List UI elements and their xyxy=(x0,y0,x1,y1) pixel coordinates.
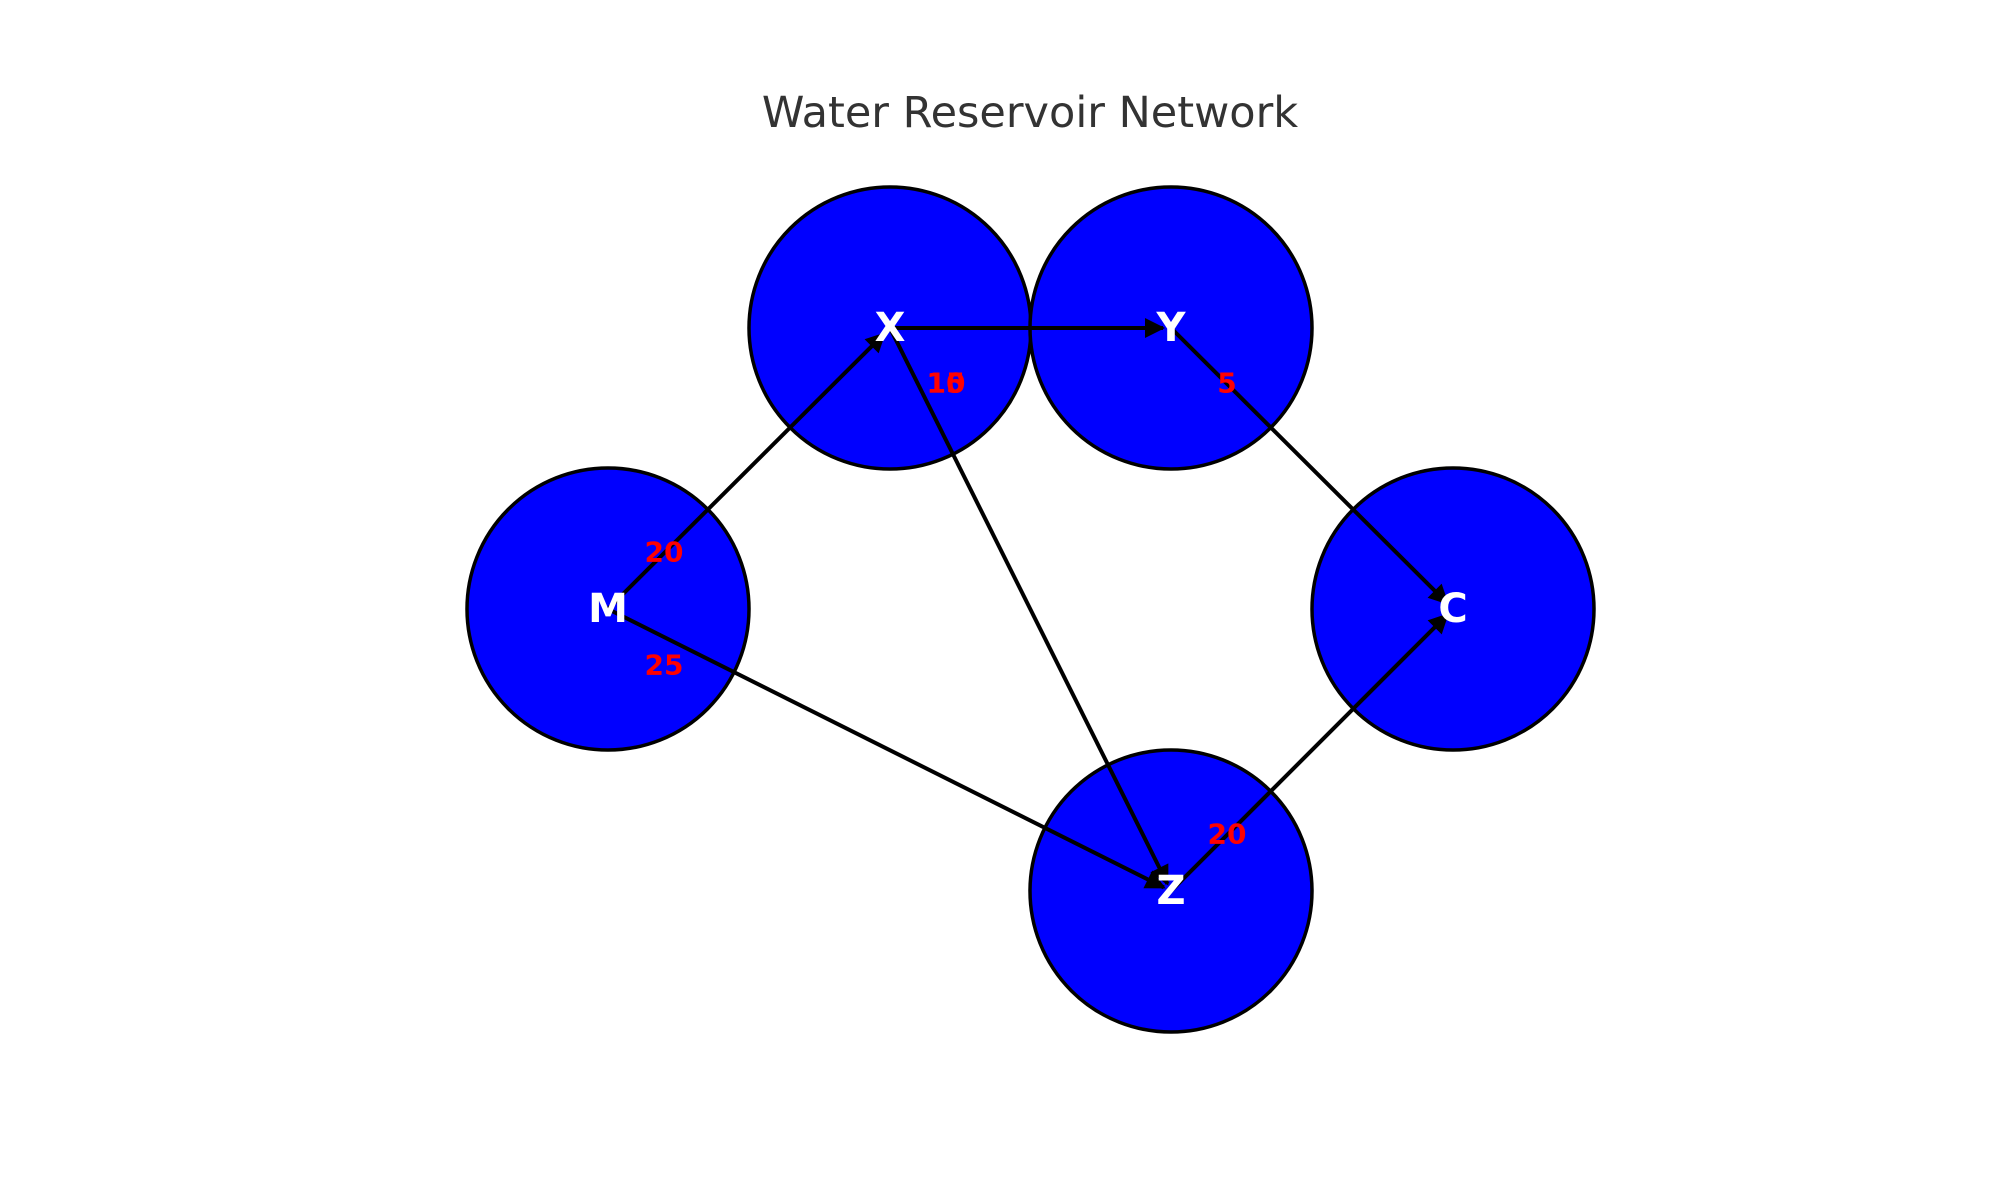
edge-z-c xyxy=(1169,613,1449,893)
node-labels-layer: X Y M C Z xyxy=(588,305,1468,914)
edge-m-z xyxy=(607,607,1166,890)
edge-y-c xyxy=(1169,326,1449,605)
edge-label-x-y: 10 xyxy=(927,367,966,400)
node-label-c: C xyxy=(1438,586,1467,632)
edge-m-x xyxy=(606,332,886,611)
node-label-z: Z xyxy=(1156,868,1185,914)
node-label-m: M xyxy=(588,586,628,632)
edge-label-m-z: 25 xyxy=(645,649,684,682)
edge-label-m-x: 20 xyxy=(645,536,684,569)
edge-x-z xyxy=(888,327,1170,886)
edge-label-z-c: 20 xyxy=(1208,818,1247,851)
diagram-title: Water Reservoir Network xyxy=(762,88,1298,138)
edge-label-y-c: 5 xyxy=(1217,367,1236,400)
node-label-y: Y xyxy=(1156,305,1187,351)
node-label-x: X xyxy=(875,305,906,351)
edge-label-x-z: 15 xyxy=(927,367,966,400)
edges-layer xyxy=(606,318,1449,893)
